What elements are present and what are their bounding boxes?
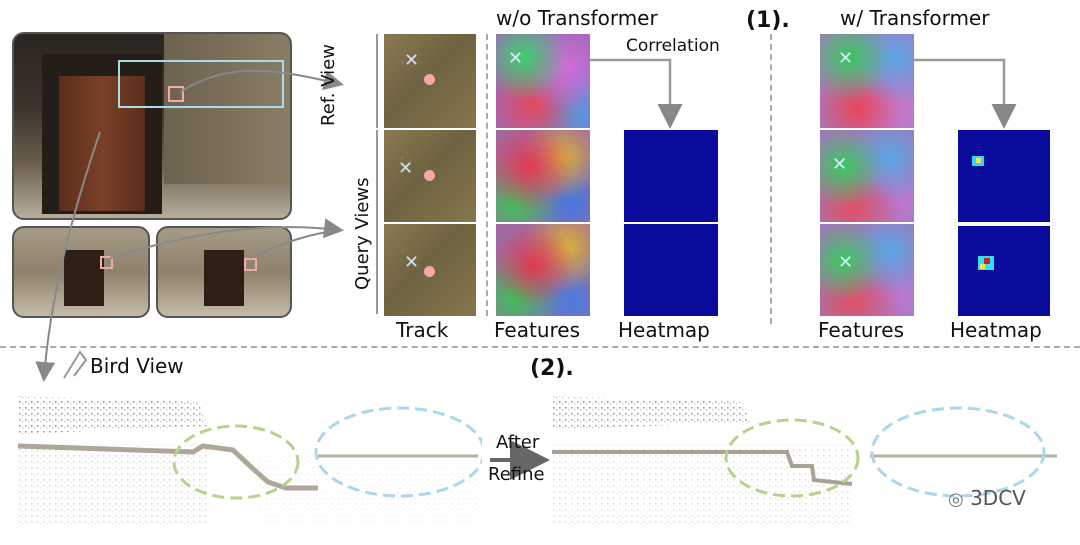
col-label-heatmap-w: Heatmap <box>950 318 1042 342</box>
heatmap-w-2 <box>958 226 1050 316</box>
refine-label: Refine <box>488 464 545 485</box>
point-cloud-before-svg <box>17 396 486 524</box>
section2-number: (2). <box>530 356 574 381</box>
after-label: After <box>496 432 540 453</box>
cross-marker-icon: ✕ <box>404 50 420 71</box>
point-cloud-after <box>552 394 1062 534</box>
heat-peak-core <box>976 158 981 163</box>
row-label-ref-view: Ref. View <box>318 44 339 126</box>
query-views-bracket <box>376 130 378 314</box>
heatmap-wo-2 <box>624 224 718 316</box>
cross-marker-icon: ✕ <box>508 48 524 69</box>
track-tile-query-2: ✕ <box>384 224 476 316</box>
wall-right <box>164 34 290 184</box>
divider-wo-w <box>770 34 772 324</box>
cross-marker-icon: ✕ <box>838 252 854 273</box>
blue-ellipse <box>870 406 1046 498</box>
section-divider <box>0 346 1080 348</box>
track-point-dot <box>424 266 435 277</box>
heat-peak-core <box>984 258 990 264</box>
arrow-to-query-track-2 <box>249 229 341 259</box>
bird-view-label: Bird View <box>90 354 184 378</box>
correlation-label: Correlation <box>626 36 720 56</box>
point-cloud-before <box>17 394 486 534</box>
query-patch-box <box>244 258 257 271</box>
green-ellipse <box>172 424 300 500</box>
wechat-icon: ◎ <box>948 489 964 510</box>
point-cloud-after-svg <box>552 396 1057 524</box>
features-w-query-2: ✕ <box>820 224 914 316</box>
features-wo-query-2 <box>496 224 590 316</box>
watermark-text: 3DCV <box>970 486 1026 510</box>
track-tile-query-1: ✕ <box>384 130 476 222</box>
arrow-to-ref-track <box>179 69 344 93</box>
query-patch-box <box>100 256 113 269</box>
title-with-transformer: w/ Transformer <box>840 6 990 30</box>
cross-marker-icon: ✕ <box>838 48 854 69</box>
heatmap-w-1 <box>958 130 1050 222</box>
heat-peak-side <box>980 264 985 269</box>
col-label-heatmap-wo: Heatmap <box>618 318 710 342</box>
features-w-query-1: ✕ <box>820 130 914 222</box>
cross-marker-icon: ✕ <box>404 252 420 273</box>
query-photo-1 <box>12 226 150 318</box>
features-wo-query-1 <box>496 130 590 222</box>
track-point-dot <box>424 170 435 181</box>
ref-view-bracket <box>376 34 378 128</box>
row-label-query-views: Query Views <box>352 177 373 290</box>
query-photo-2 <box>156 226 292 318</box>
col-label-features-w: Features <box>818 318 904 342</box>
door <box>59 76 145 211</box>
cross-marker-icon: ✕ <box>832 154 848 175</box>
features-w-ref: ✕ <box>820 34 914 128</box>
features-wo-ref: ✕ <box>496 34 590 128</box>
heatmap-wo-1 <box>624 130 718 222</box>
door <box>204 250 244 306</box>
track-tile-ref: ✕ <box>384 34 476 128</box>
col-label-track: Track <box>396 318 449 342</box>
divider-track-features <box>486 34 488 316</box>
track-point-dot <box>424 74 435 85</box>
query-patch-box <box>168 86 184 102</box>
door <box>64 250 104 306</box>
reference-photo <box>12 32 292 220</box>
title-without-transformer: w/o Transformer <box>496 6 658 30</box>
arrow-to-bird-view <box>35 131 101 382</box>
section1-number: (1). <box>746 8 790 33</box>
green-ellipse <box>724 418 860 498</box>
cross-marker-icon: ✕ <box>398 158 414 179</box>
watermark: ◎ 3DCV <box>948 486 1026 510</box>
arrow-to-query-track <box>109 218 344 259</box>
bird-view-icon <box>63 350 88 379</box>
col-label-features-wo: Features <box>494 318 580 342</box>
ref-view-box <box>118 60 284 108</box>
